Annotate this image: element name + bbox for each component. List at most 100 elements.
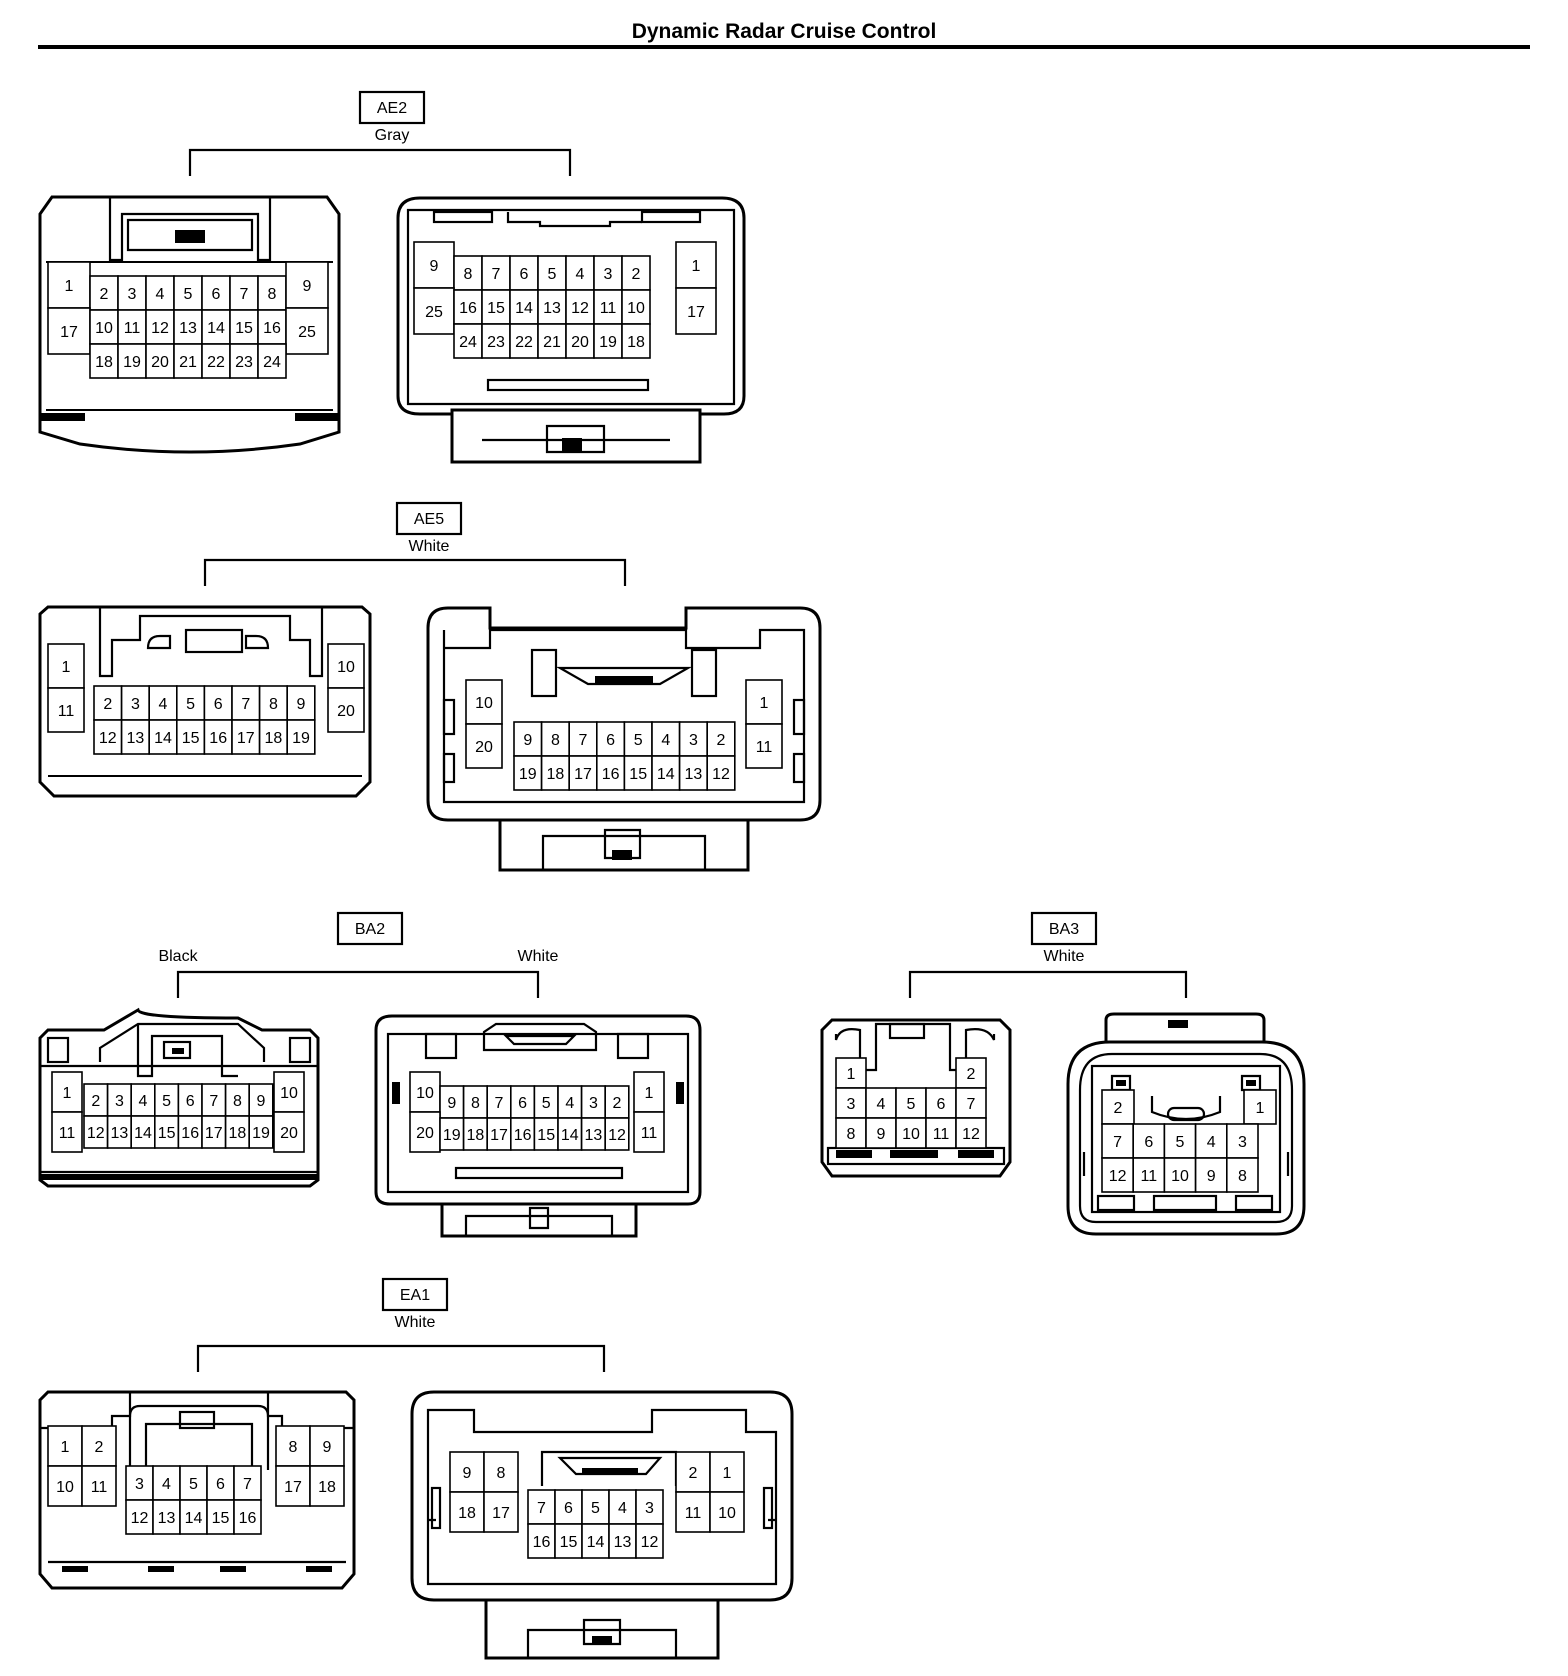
pin-number: 3 [847, 1096, 856, 1113]
connector-code-box [395, 501, 463, 536]
pin-number: 11 [600, 300, 617, 317]
pin-number: 12 [151, 320, 169, 337]
pin-cavity [173, 309, 203, 345]
pin-cavity [286, 719, 316, 755]
pin-number: 2 [632, 266, 641, 283]
connector-code-box [1030, 911, 1098, 946]
pin-number: 17 [284, 1479, 302, 1496]
pin-number: 16 [602, 766, 620, 783]
pin-number: 8 [497, 1465, 506, 1482]
pin-number: 1 [62, 659, 71, 676]
pin-cavity [537, 323, 567, 359]
pin-number: 15 [158, 1125, 176, 1142]
pin-number: 12 [571, 300, 589, 317]
pin-number: 19 [599, 334, 617, 351]
pin-number: 1 [63, 1085, 72, 1102]
pin-number: 7 [243, 1476, 252, 1493]
pin-number: 4 [1207, 1134, 1216, 1151]
pin-number: 2 [91, 1093, 100, 1110]
pin-cavity [1194, 1157, 1228, 1193]
pin-cavity [179, 1499, 208, 1535]
pin-cavity [258, 719, 289, 755]
pin-cavity [125, 1465, 154, 1501]
pin-cavity [125, 1499, 154, 1535]
pin-number: 19 [519, 766, 537, 783]
pin-cavity [148, 685, 178, 721]
pin-number: 16 [209, 730, 227, 747]
pin-number: 5 [186, 696, 195, 713]
pin-number: 3 [604, 266, 613, 283]
pin-cavity [709, 1451, 745, 1493]
pin-number: 13 [127, 730, 145, 747]
pin-cavity [47, 1425, 83, 1467]
pin-cavity [1132, 1157, 1166, 1193]
pin-number: 14 [561, 1127, 579, 1144]
pin-number: 4 [565, 1095, 574, 1112]
pin-cavity [449, 1491, 485, 1533]
pin-cavity [173, 343, 203, 379]
pin-number: 2 [100, 286, 109, 303]
pin-number: 24 [263, 354, 281, 371]
pin-number: 7 [492, 266, 501, 283]
pin-cavity [449, 1451, 485, 1493]
pin-number: 8 [464, 266, 473, 283]
pin-number: 13 [179, 320, 197, 337]
pin-cavity [51, 1071, 83, 1113]
pin-number: 6 [606, 732, 615, 749]
pin-number: 12 [712, 766, 730, 783]
pin-cavity [152, 1499, 181, 1535]
pin-number: 21 [179, 354, 197, 371]
pin-number: 12 [641, 1534, 659, 1551]
pin-cavity [47, 261, 91, 309]
pin-number: 3 [1238, 1134, 1247, 1151]
pin-number: 10 [337, 659, 355, 676]
pin-number: 6 [214, 696, 223, 713]
pin-cavity [231, 719, 261, 755]
pin-number: 13 [614, 1534, 632, 1551]
pin-number: 18 [627, 334, 645, 351]
connector-color-label-right: White [518, 948, 559, 965]
pin-cavity [621, 323, 651, 359]
pin-cavity [675, 287, 717, 335]
pin-number: 7 [240, 286, 249, 303]
pin-number: 11 [933, 1126, 950, 1143]
pin-number: 20 [280, 1125, 298, 1142]
pin-number: 3 [589, 1095, 598, 1112]
pairing-bracket [203, 558, 627, 586]
pin-cavity [206, 1499, 235, 1535]
pin-number: 6 [937, 1096, 946, 1113]
pin-number: 19 [443, 1127, 461, 1144]
pin-cavity [309, 1425, 345, 1467]
pin-number: 4 [162, 1476, 171, 1493]
pin-cavity [483, 1491, 519, 1533]
pin-number: 5 [634, 732, 643, 749]
pin-number: 2 [1114, 1100, 1123, 1117]
pin-cavity [285, 261, 329, 309]
pin-number: 3 [689, 732, 698, 749]
pin-cavity [509, 323, 539, 359]
pin-cavity [554, 1489, 583, 1525]
pin-number: 13 [158, 1510, 176, 1527]
pin-cavity [1243, 1089, 1277, 1125]
pin-number: 24 [459, 334, 477, 351]
pin-number: 23 [235, 354, 253, 371]
pin-cavity [540, 721, 570, 757]
pin-cavity [47, 687, 85, 733]
pin-cavity [581, 1523, 610, 1559]
pin-number: 23 [487, 334, 505, 351]
pin-number: 8 [289, 1439, 298, 1456]
pin-number: 2 [613, 1095, 622, 1112]
pin-cavity [257, 343, 287, 379]
pairing-bracket [188, 148, 572, 176]
pin-cavity [513, 755, 543, 791]
pin-number: 4 [661, 732, 670, 749]
pin-cavity [554, 1523, 583, 1559]
